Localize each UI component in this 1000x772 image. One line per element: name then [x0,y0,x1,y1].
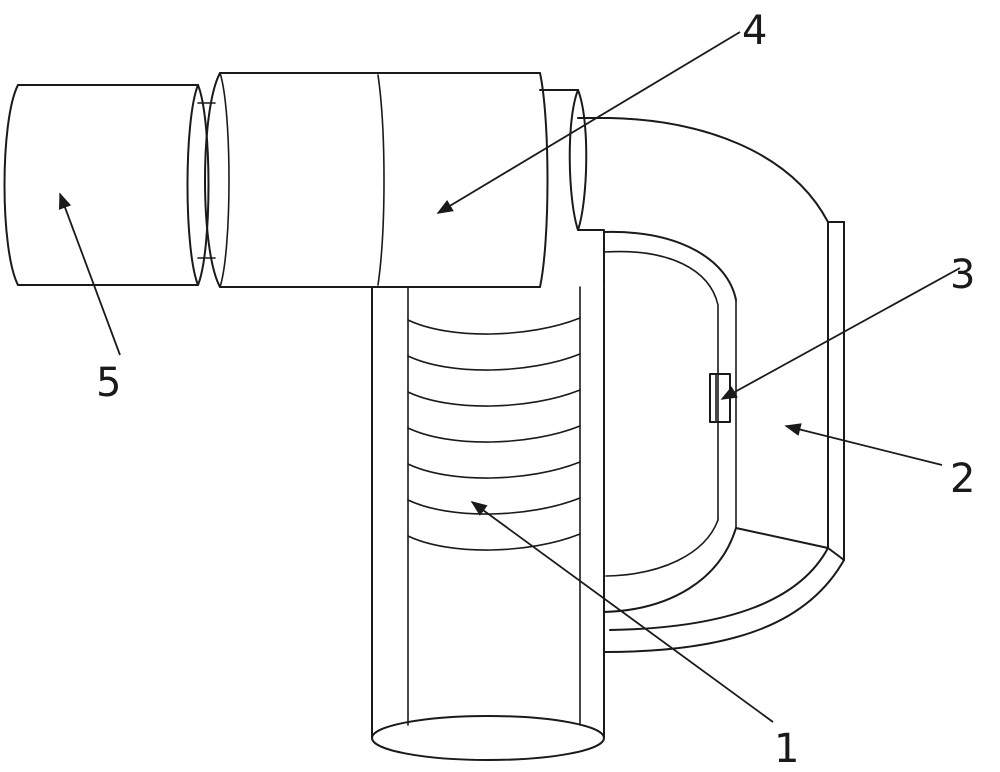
callout-4: 4 [742,8,767,54]
main-housing-part-4 [205,73,586,287]
vertical-tube-part-1 [372,287,604,760]
callout-5: 5 [96,360,121,406]
callout-3: 3 [950,252,975,298]
leader-line-3 [722,268,960,399]
leader-line-1 [472,502,773,722]
leader-line-5 [60,194,120,355]
callout-2: 2 [950,456,975,502]
leader-line-4 [438,32,740,213]
inlet-pipe-part-5 [5,85,216,285]
callout-1: 1 [774,726,799,772]
switch-part-3 [710,374,730,422]
leader-line-2 [786,426,942,465]
